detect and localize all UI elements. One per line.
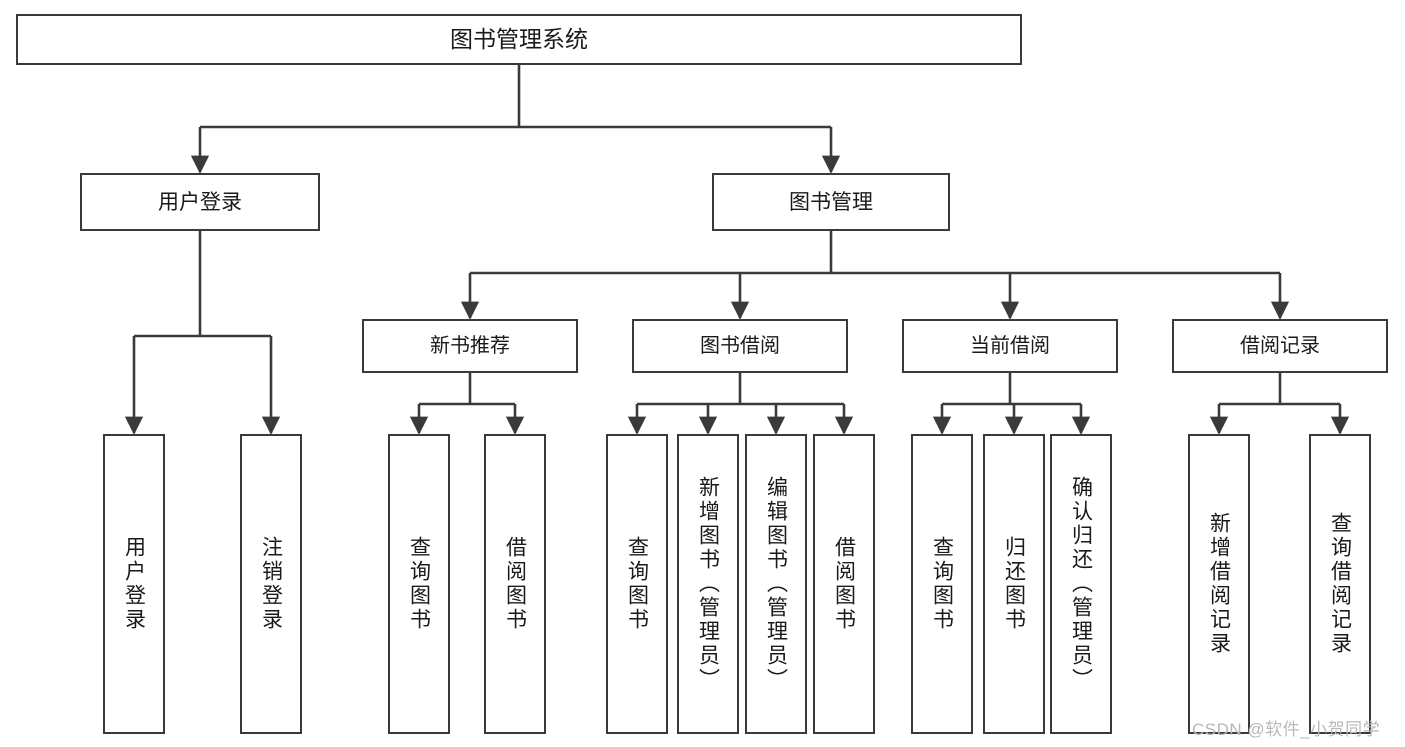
leaf-node[interactable]: 查询借阅记录	[1309, 434, 1371, 734]
leaf-label: 查询图书	[625, 536, 649, 632]
root-label: 图书管理系统	[450, 26, 588, 52]
category-node[interactable]: 新书推荐	[362, 319, 578, 373]
category-label: 新书推荐	[430, 335, 510, 357]
leaf-node[interactable]: 新增图书（管理员）	[677, 434, 739, 734]
leaf-node[interactable]: 归还图书	[983, 434, 1045, 734]
leaf-label: 确认归还（管理员）	[1069, 476, 1093, 692]
category-label: 借阅记录	[1240, 335, 1320, 357]
category-node[interactable]: 当前借阅	[902, 319, 1118, 373]
leaf-label: 新增借阅记录	[1207, 512, 1231, 656]
leaf-node[interactable]: 查询图书	[606, 434, 668, 734]
category-node[interactable]: 借阅记录	[1172, 319, 1388, 373]
leaf-label: 查询借阅记录	[1328, 512, 1352, 656]
leaf-label: 归还图书	[1002, 536, 1026, 632]
branch-node[interactable]: 图书管理	[712, 173, 950, 231]
leaf-label: 用户登录	[122, 536, 146, 632]
leaf-label: 借阅图书	[503, 536, 527, 632]
csdn-watermark: CSDN @软件_小贺同学	[1192, 720, 1381, 739]
branch-node[interactable]: 用户登录	[80, 173, 320, 231]
leaf-node[interactable]: 查询图书	[911, 434, 973, 734]
leaf-node[interactable]: 确认归还（管理员）	[1050, 434, 1112, 734]
leaf-node[interactable]: 查询图书	[388, 434, 450, 734]
leaf-node[interactable]: 新增借阅记录	[1188, 434, 1250, 734]
leaf-label: 查询图书	[930, 536, 954, 632]
leaf-node[interactable]: 编辑图书（管理员）	[745, 434, 807, 734]
leaf-label: 借阅图书	[832, 536, 856, 632]
leaf-label: 注销登录	[259, 536, 283, 632]
branch-label: 图书管理	[789, 190, 873, 214]
category-label: 当前借阅	[970, 335, 1050, 357]
leaf-label: 编辑图书（管理员）	[764, 476, 788, 692]
leaf-node[interactable]: 借阅图书	[484, 434, 546, 734]
leaf-node[interactable]: 借阅图书	[813, 434, 875, 734]
leaf-label: 新增图书（管理员）	[696, 476, 720, 692]
leaf-label: 查询图书	[407, 536, 431, 632]
root-node[interactable]: 图书管理系统	[16, 14, 1022, 65]
leaf-node[interactable]: 用户登录	[103, 434, 165, 734]
category-node[interactable]: 图书借阅	[632, 319, 848, 373]
leaf-node[interactable]: 注销登录	[240, 434, 302, 734]
branch-label: 用户登录	[158, 190, 242, 214]
category-label: 图书借阅	[700, 335, 780, 357]
